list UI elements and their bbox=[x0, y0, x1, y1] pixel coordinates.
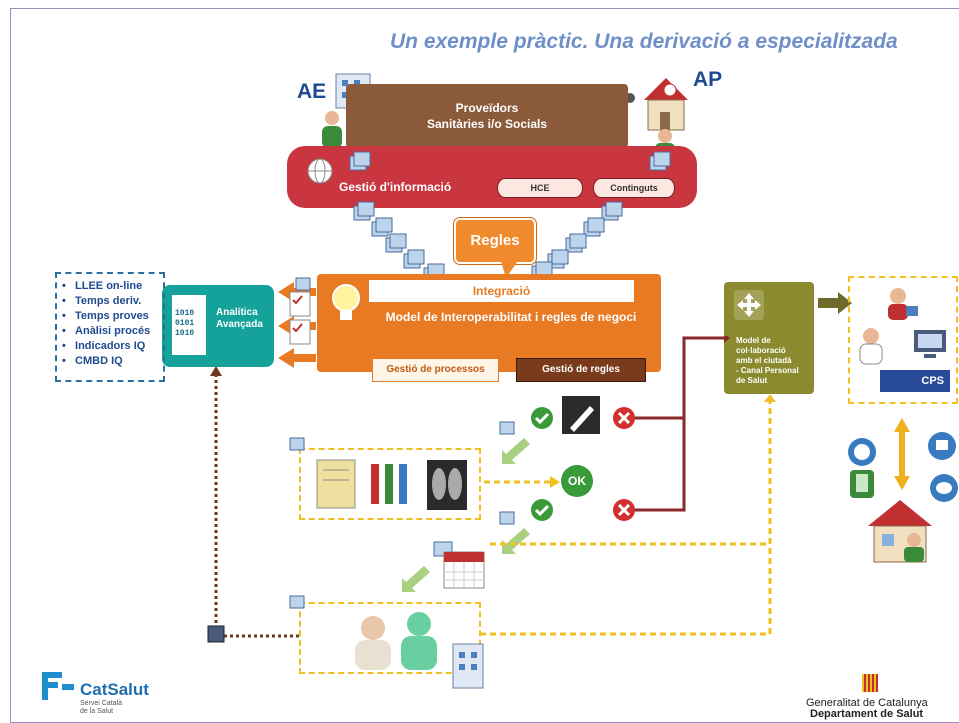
validation-row-bottom bbox=[499, 499, 635, 525]
catsalut-name: CatSalut bbox=[80, 680, 149, 699]
interoperabilitat-box: Integració Model de Interoperabilitat i … bbox=[317, 274, 661, 372]
list-item: • Temps deriv. bbox=[62, 295, 142, 307]
green-arrow-icon-2 bbox=[502, 528, 530, 554]
generalitat-line2: Departament de Salut bbox=[810, 708, 924, 720]
generalitat-line1: Generalitat de Catalunya bbox=[806, 697, 928, 709]
colaboracio-line4: - Canal Personal bbox=[736, 366, 799, 375]
cps-label: CPS bbox=[921, 375, 944, 387]
continguts-cylinder: Continguts bbox=[593, 178, 675, 198]
green-arrow-icon bbox=[502, 438, 530, 464]
list-item: • Temps proves bbox=[62, 310, 149, 322]
document-small-icon bbox=[295, 277, 311, 291]
ae-label: AE bbox=[297, 80, 327, 103]
proves-icons bbox=[316, 459, 467, 510]
document-flow-icons bbox=[349, 151, 671, 283]
proves-box bbox=[299, 448, 481, 520]
colaboracio-line5: de Salut bbox=[736, 376, 768, 385]
validation-row-top bbox=[499, 396, 635, 435]
list-item: • CMBD IQ bbox=[62, 355, 123, 367]
citizen-channels-box: CPS bbox=[848, 276, 958, 404]
gestio-informacio-label: Gestió d'informació bbox=[339, 180, 452, 194]
cps-card: CPS bbox=[880, 370, 950, 392]
olive-arrow-icon bbox=[818, 292, 852, 314]
calendar-icon bbox=[433, 541, 485, 589]
document-small-icon-2 bbox=[289, 437, 305, 451]
indicators-list: • LLEE on-line • Temps deriv. • Temps pr… bbox=[55, 272, 165, 382]
interoperabilitat-title: Model de Interoperabilitat i regles de n… bbox=[385, 310, 637, 324]
patient-doctor-icons bbox=[355, 612, 484, 689]
gestio-processos-button[interactable]: Gestió de processos bbox=[372, 358, 499, 382]
analitica-line2: Avançada bbox=[216, 319, 263, 330]
reject-connector-lines bbox=[634, 336, 730, 512]
analitica-line1: Analítica bbox=[216, 307, 258, 318]
integracio-label: Integració bbox=[369, 280, 634, 302]
move-arrows-icon bbox=[734, 290, 764, 320]
colaboracio-box: Model de col·laboració amb el ciutadà - … bbox=[724, 282, 814, 394]
proveidors-box: Proveïdors Sanitàries i/o Socials bbox=[346, 84, 628, 148]
patient-box bbox=[299, 602, 484, 689]
checklist-icon bbox=[289, 291, 311, 345]
operator-icon bbox=[888, 288, 918, 320]
catsalut-logo-icon bbox=[42, 672, 74, 700]
proveidors-line1: Proveïdors bbox=[455, 101, 519, 115]
globe-icon bbox=[307, 158, 333, 184]
lightbulb-icon bbox=[332, 284, 360, 320]
list-item: • Indicadors IQ bbox=[62, 340, 146, 352]
ok-badge: OK bbox=[561, 465, 593, 497]
slide-title: Un exemple pràctic. Una derivació a espe… bbox=[390, 30, 898, 53]
colaboracio-line1: Model de bbox=[736, 336, 771, 345]
analitica-dotted-connector bbox=[207, 366, 300, 643]
gestio-regles-button[interactable]: Gestió de regles bbox=[516, 358, 646, 382]
communication-icons bbox=[848, 418, 958, 563]
green-arrow-icon-3 bbox=[402, 566, 430, 592]
document-small-icon-3 bbox=[289, 595, 305, 609]
colaboracio-line3: amb el ciutadà bbox=[736, 356, 792, 365]
proveidors-line2: Sanitàries i/o Socials bbox=[426, 117, 548, 131]
colaboracio-line2: col·laboració bbox=[736, 346, 786, 355]
dashed-arrow-ok bbox=[484, 476, 560, 488]
yellow-dashed-connectors bbox=[480, 394, 776, 636]
regles-callout: Regles bbox=[454, 218, 536, 264]
computer-icon bbox=[914, 330, 946, 358]
list-item: • LLEE on-line bbox=[62, 280, 143, 292]
hce-cylinder: HCE bbox=[497, 178, 583, 198]
nurse-icon bbox=[859, 328, 883, 365]
regles-pointer bbox=[500, 258, 520, 278]
ap-label: AP bbox=[693, 68, 723, 91]
list-item: • Anàlisi procés bbox=[62, 325, 151, 337]
generalitat-logo-icon bbox=[862, 674, 878, 692]
